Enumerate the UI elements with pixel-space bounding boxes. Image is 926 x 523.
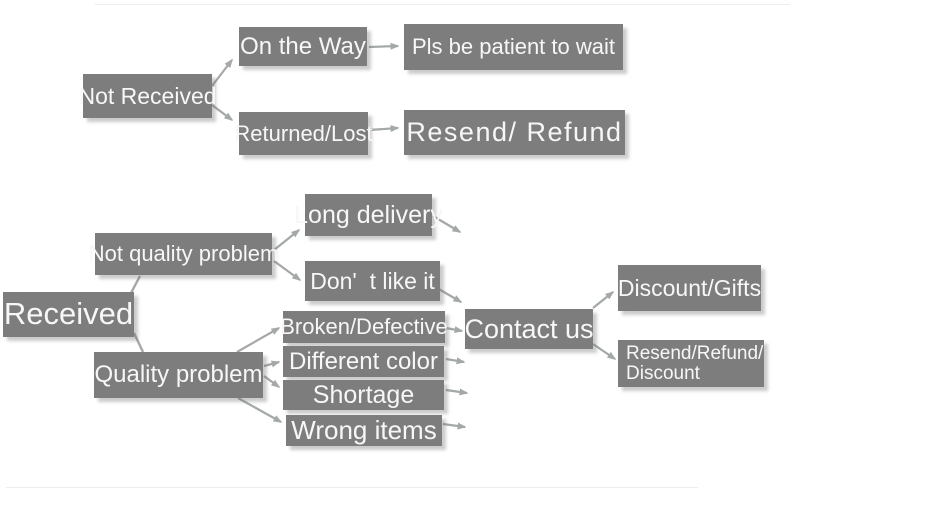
node-not-quality-problem: Not quality problem — [89, 233, 278, 275]
edge-dontlike-contact — [436, 287, 463, 303]
edge-received-notquality — [129, 275, 142, 294]
edge-wrongitems-contact — [442, 422, 467, 430]
edge-differentcolor-contact — [445, 357, 466, 365]
edge-quality-broken — [236, 327, 281, 353]
edge-quality-differentcolor — [263, 360, 281, 368]
edge-ontheway-plswait — [368, 42, 400, 50]
edge-quality-shortage — [263, 375, 281, 388]
edge-returnedlost-resendrefund — [368, 125, 400, 133]
frame-line-top — [95, 4, 790, 5]
edge-broken-contact — [445, 326, 464, 334]
node-broken-defective: Broken/Defective — [280, 311, 448, 343]
node-contact-us: Contact us — [464, 309, 594, 349]
node-returned-lost: Returned/Lost — [234, 112, 373, 155]
edge-contact-discountgifts — [592, 291, 615, 309]
node-dont-like-it: Don' t like it — [305, 261, 440, 301]
node-quality-problem: Quality problem — [94, 352, 263, 398]
node-discount-gifts: Discount/Gifts — [618, 265, 761, 311]
frame-line-bottom — [6, 487, 698, 488]
edge-shortage-contact — [445, 388, 469, 396]
node-resend-refund-discount: Resend/Refund/ Discount — [618, 340, 764, 387]
node-not-received: Not Received — [78, 74, 217, 118]
edge-received-quality — [132, 332, 145, 353]
edge-quality-wrongitems — [237, 397, 283, 423]
edge-contact-resendrefunddiscount — [592, 343, 617, 360]
node-pls-be-patient: Pls be patient to wait — [404, 24, 623, 70]
node-different-color: Different color — [283, 346, 444, 377]
node-shortage: Shortage — [283, 380, 444, 410]
node-wrong-items: Wrong items — [286, 415, 442, 446]
node-long-delivery: Long delivery — [294, 194, 443, 236]
node-received: Received — [3, 292, 134, 337]
node-on-the-way: On the Way — [239, 27, 367, 66]
node-resend-refund: Resend/ Refund — [404, 110, 625, 155]
